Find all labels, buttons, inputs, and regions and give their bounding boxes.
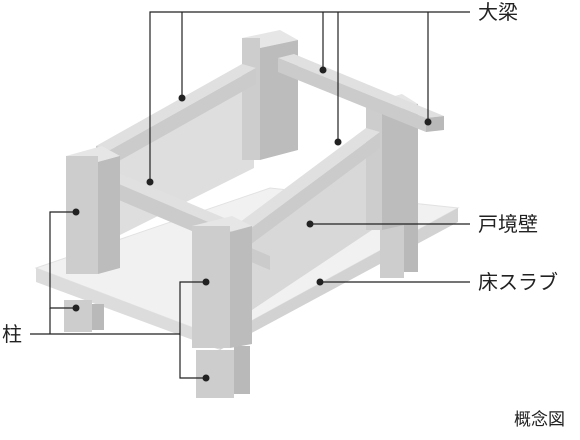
dot-slab [316, 278, 324, 286]
column-leader-bracket-left [49, 211, 76, 309]
party-wall [240, 138, 378, 318]
beam-leader-1 [149, 11, 470, 182]
beam-left-side [110, 68, 256, 166]
column-label: 柱 [2, 322, 22, 346]
column-stub-front-right-side [234, 346, 250, 394]
beam-back-top [278, 54, 444, 118]
column-front-right [192, 216, 252, 348]
beam-right-side [246, 132, 380, 248]
dot-beam-2 [178, 94, 186, 102]
dot-column-1 [72, 208, 80, 216]
dot-wall [306, 220, 314, 228]
column-front-right-side [230, 226, 252, 348]
dot-beam-1 [146, 178, 154, 186]
beam-back-face [278, 58, 426, 132]
column-stub-front-left-side [92, 304, 104, 330]
dot-column-2 [72, 304, 80, 312]
column-stub-back-right [380, 222, 404, 278]
column-back-left-front [242, 38, 260, 160]
column-front-left-front [66, 156, 98, 274]
leader-dots [72, 66, 432, 382]
column-back-right-front [366, 104, 382, 230]
slab-label: 床スラブ [478, 270, 558, 294]
dot-column-3 [202, 278, 210, 286]
column-back-left [242, 30, 298, 160]
wall-label: 戸境壁 [478, 212, 538, 236]
column-front-left-side [98, 156, 120, 274]
column-stub-back-right-side [404, 220, 418, 272]
beam-left-top [96, 64, 256, 150]
column-leader-bracket-right [179, 281, 206, 379]
column-stub-front-right [196, 350, 234, 398]
beam-label: 大梁 [478, 0, 518, 24]
column-back-right-side [382, 104, 418, 230]
dot-beam-3 [319, 66, 327, 74]
leader-lines [30, 11, 470, 379]
dot-beam-5 [424, 118, 432, 126]
beam-front-left-top [100, 172, 248, 232]
column-front-left [66, 146, 120, 274]
column-stub-front-left [64, 300, 92, 332]
column-front-right-front [192, 226, 230, 348]
caption: 概念図 [514, 410, 565, 430]
beam-right-top [232, 128, 380, 232]
dot-beam-4 [334, 138, 342, 146]
dot-column-4 [202, 374, 210, 382]
slab-front-edge [36, 268, 220, 350]
